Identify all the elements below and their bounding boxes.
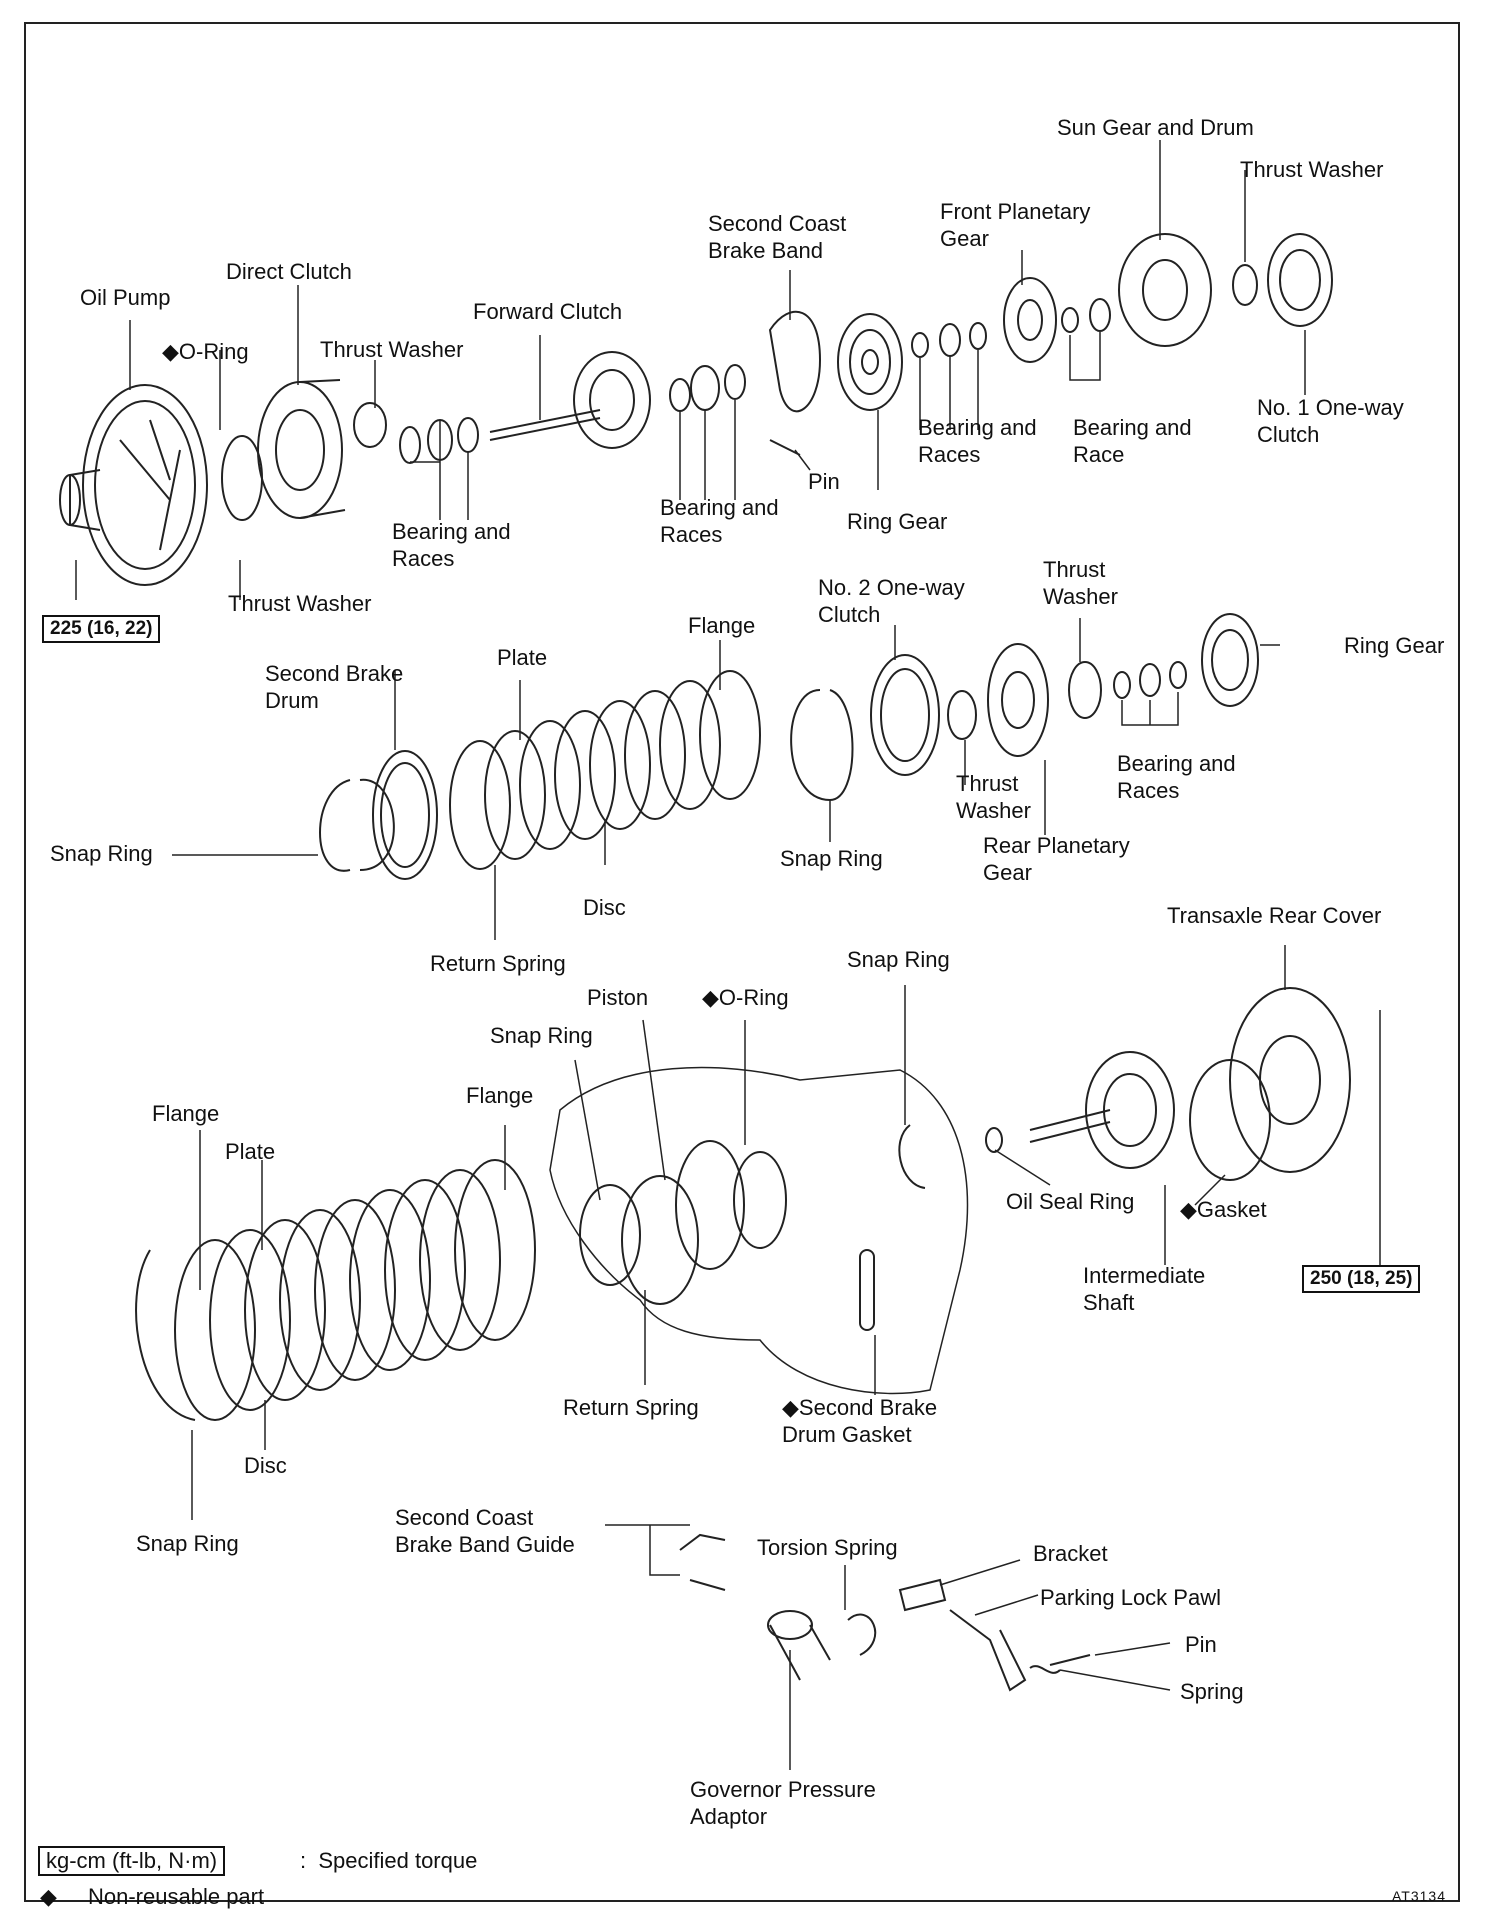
label-return-spring-low: Return Spring <box>563 1395 699 1420</box>
label-thrust-washer-bottom: Thrust Washer <box>228 591 372 616</box>
label-piston: Piston <box>587 985 649 1010</box>
direct-clutch-part <box>257 379 346 519</box>
label-second-brake-drum-gasket: ◆Second Brake Drum Gasket <box>782 1395 938 1447</box>
legend-torque-unit: kg-cm (ft-lb, N·m) <box>38 1846 226 1876</box>
pin-low-part <box>1049 1654 1091 1666</box>
label-one-way-clutch-1: No. 1 One-way Clutch <box>1257 395 1404 447</box>
label-snap-ring-left: Snap Ring <box>50 841 153 866</box>
label-bearing-races-4: Bearing and Races <box>918 415 1037 467</box>
label-snap-ring-c: Snap Ring <box>490 1023 593 1048</box>
label-no2-one-way-clutch: No. 2 One-way Clutch <box>818 575 965 627</box>
second-brake-drum-part <box>372 750 438 880</box>
label-thrust-washer-mid2: Thrust Washer <box>956 771 1031 823</box>
label-o-ring-top: ◆O-Ring <box>162 339 249 364</box>
forward-clutch-part <box>489 351 651 449</box>
label-disc-low: Disc <box>244 1453 287 1478</box>
leader-lines <box>75 140 1381 1770</box>
label-thrust-washer-top: Thrust Washer <box>320 337 464 362</box>
label-bearing-races-2: Bearing and Races <box>660 495 779 547</box>
label-oil-seal-ring: Oil Seal Ring <box>1006 1189 1135 1214</box>
label-transaxle-rear-cover: Transaxle Rear Cover <box>1167 903 1382 928</box>
label-oil-pump: Oil Pump <box>80 285 171 310</box>
one-way-clutch-2-part <box>870 654 940 776</box>
legend-diamond-icon: ◆ <box>40 1884 57 1909</box>
label-bearing-race-3: Bearing and Race <box>1073 415 1192 467</box>
label-ring-gear-mid: Ring Gear <box>1344 633 1445 658</box>
label-sun-gear-drum: Sun Gear and Drum <box>1057 115 1254 140</box>
label-parking-lock-pawl: Parking Lock Pawl <box>1040 1585 1221 1610</box>
o-ring-top-part <box>221 435 263 521</box>
label-return-spring-mid: Return Spring <box>430 951 566 976</box>
label-governor-pressure-adaptor: Governor Pressure Adaptor <box>690 1777 876 1829</box>
label-ring-gear-top: Ring Gear <box>847 509 948 534</box>
label-plate-l: Plate <box>225 1139 276 1164</box>
label-o-ring-mid: ◆O-Ring <box>702 985 789 1010</box>
label-flange-c: Flange <box>466 1083 534 1108</box>
ring-gear-top-part <box>837 313 903 411</box>
label-second-coast-brake-band: Second Coast Brake Band <box>708 211 847 263</box>
label-flange-l: Flange <box>152 1101 220 1126</box>
front-planetary-part <box>1003 277 1057 363</box>
legend-torque-text: : Specified torque <box>300 1848 478 1873</box>
label-pin-low: Pin <box>1185 1632 1217 1657</box>
sun-gear-drum-part <box>1118 233 1212 347</box>
label-bearing-races-1: Bearing and Races <box>392 519 511 571</box>
rear-planetary-part <box>987 643 1049 757</box>
label-snap-ring-r: Snap Ring <box>847 947 950 972</box>
label-disc-mid: Disc <box>583 895 626 920</box>
torque-cover: 250 (18, 25) <box>1302 1265 1421 1293</box>
label-second-brake-drum: Second Brake Drum <box>265 661 404 713</box>
label-plate-mid: Plate <box>497 645 548 670</box>
label-thrust-washer-mid: Thrust Washer <box>1043 557 1118 609</box>
torque-pump: 225 (16, 22) <box>42 615 161 643</box>
thrust-washer-top-part <box>353 402 387 448</box>
piston-part <box>579 1140 787 1305</box>
ring-gear-mid-part <box>1201 613 1259 707</box>
transaxle-rear-cover-part <box>1189 987 1351 1181</box>
label-bracket: Bracket <box>1033 1541 1108 1566</box>
label-pin-top: Pin <box>808 469 840 494</box>
label-flange-mid: Flange <box>688 613 756 638</box>
band-guide-part <box>679 1533 726 1591</box>
mid-clutch-pack <box>449 670 761 870</box>
bracket-part <box>898 1578 947 1612</box>
torsion-spring-part <box>847 1613 877 1656</box>
label-torsion-spring: Torsion Spring <box>757 1535 898 1560</box>
snap-ring-mid-part <box>790 689 854 802</box>
legend-nonreusable-text: Non-reusable part <box>88 1884 265 1909</box>
intermediate-shaft-part <box>1029 1051 1175 1169</box>
snap-ring-left-part <box>319 779 351 872</box>
label-forward-clutch: Forward Clutch <box>473 299 623 324</box>
label-front-planetary-gear: Front Planetary Gear <box>940 199 1091 251</box>
label-gasket: ◆Gasket <box>1180 1197 1267 1222</box>
label-thrust-washer-tr: Thrust Washer <box>1240 157 1384 182</box>
label-band-guide: Second Coast Brake Band Guide <box>395 1505 575 1557</box>
label-snap-ring-mid: Snap Ring <box>780 846 883 871</box>
figure-frame <box>24 22 1460 1902</box>
spring-low-part <box>1029 1665 1061 1674</box>
transaxle-case-outline <box>549 1066 969 1395</box>
oil-seal-ring-part <box>985 1127 1003 1153</box>
label-direct-clutch: Direct Clutch <box>226 259 352 284</box>
snap-ring-low-part <box>135 1249 196 1421</box>
one-way-clutch-1-part <box>1267 233 1333 327</box>
label-rear-planetary-gear: Rear Planetary Gear <box>983 833 1130 885</box>
governor-adaptor-part <box>767 1610 831 1681</box>
coast-band-part <box>768 310 822 413</box>
low-clutch-pack <box>174 1159 536 1421</box>
parking-lock-pawl-part <box>949 1609 1027 1692</box>
label-snap-ring-low: Snap Ring <box>136 1531 239 1556</box>
drum-gasket-part <box>859 1249 875 1331</box>
figure-code: AT3134 <box>1392 1888 1446 1904</box>
oil-pump-part <box>59 384 208 586</box>
label-spring-low: Spring <box>1180 1679 1244 1704</box>
snap-ring-r-part <box>898 1124 926 1189</box>
label-intermediate-shaft: Intermediate Shaft <box>1083 1263 1206 1315</box>
label-bearing-races-mid: Bearing and Races <box>1117 751 1236 803</box>
